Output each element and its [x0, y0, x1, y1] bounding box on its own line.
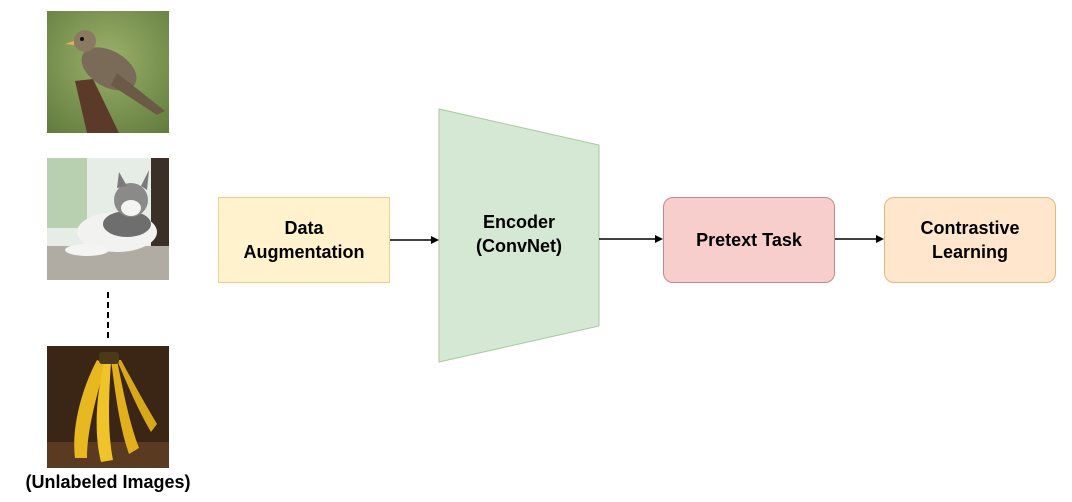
aug-label-line2: Augmentation	[243, 242, 365, 262]
pretext-label: Pretext Task	[696, 230, 802, 250]
contrastive-label-line2: Learning	[931, 242, 1008, 262]
encoder-label: Encoder (ConvNet)	[439, 210, 599, 258]
encoder-label-line1: Encoder	[482, 212, 556, 232]
encoder-label-line2: (ConvNet)	[476, 236, 562, 256]
data-augmentation-box: Data Augmentation	[218, 197, 390, 283]
arrow-encoder-to-pretext	[599, 235, 663, 243]
aug-label-line1: Data	[284, 218, 324, 238]
arrow-pretext-to-contrastive	[835, 235, 884, 243]
banana-image	[47, 346, 169, 468]
arrow-aug-to-encoder	[390, 236, 439, 244]
cat-image	[47, 158, 169, 280]
images-caption: (Unlabeled Images)	[25, 472, 191, 492]
pretext-task-box: Pretext Task	[663, 197, 835, 283]
contrastive-learning-box: Contrastive Learning	[884, 197, 1056, 283]
ellipsis-divider	[107, 292, 109, 338]
contrastive-label-line1: Contrastive	[920, 218, 1020, 238]
bird-image	[47, 11, 169, 133]
